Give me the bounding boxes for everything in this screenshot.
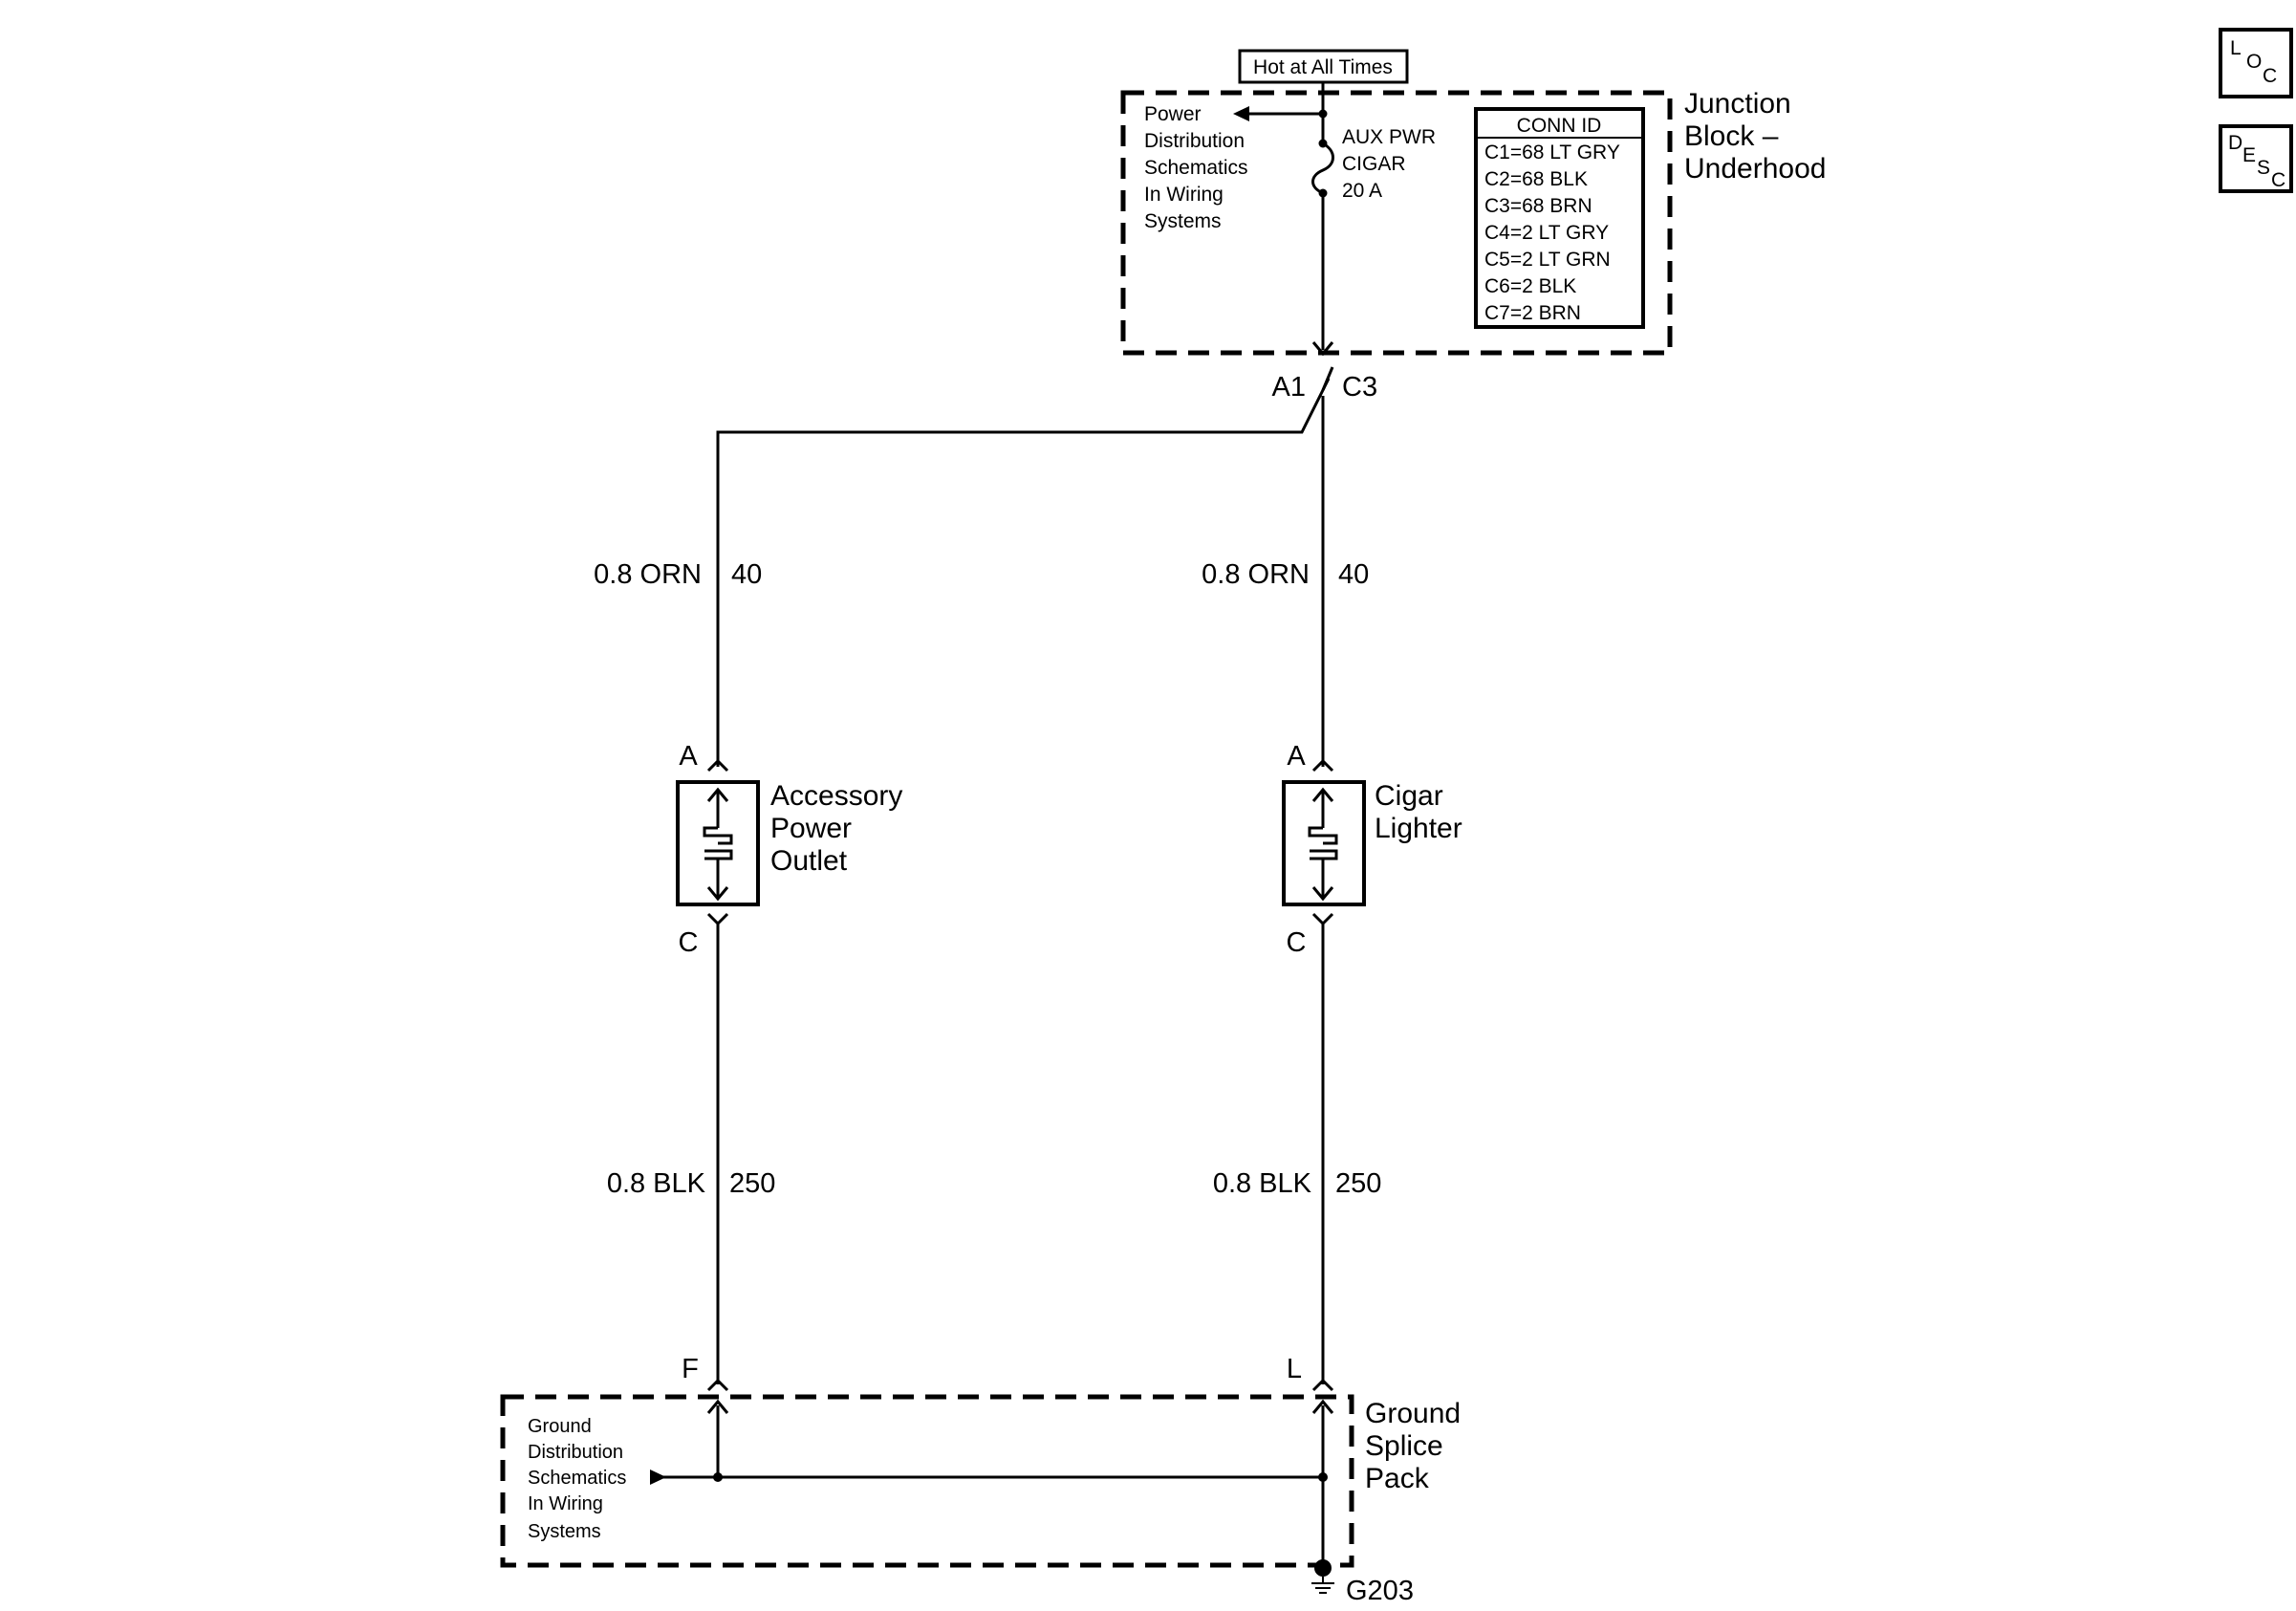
lighter-symbol-icon — [1308, 787, 1338, 902]
svg-text:Systems: Systems — [528, 1521, 601, 1542]
pin-label-a: A — [679, 741, 698, 772]
device-name: Power — [770, 813, 852, 844]
svg-text:D: D — [2228, 132, 2242, 154]
ground-splice-name: Ground Splice Pack — [1365, 1398, 1461, 1494]
pin-label-l: L — [1287, 1354, 1302, 1384]
svg-text:O: O — [2246, 51, 2262, 73]
upper-wiring: 0.8 ORN 40 0.8 ORN 40 — [594, 378, 1369, 767]
arrow-left-icon — [1233, 106, 1249, 121]
ground-icon — [1311, 1559, 1334, 1594]
svg-text:Systems: Systems — [1144, 210, 1222, 232]
arrow-right-icon — [650, 1469, 666, 1485]
svg-text:E: E — [2242, 144, 2256, 166]
svg-text:Schematics: Schematics — [528, 1468, 626, 1489]
source-label: Hot at All Times — [1253, 56, 1393, 78]
wire-color-label: 0.8 BLK — [607, 1168, 706, 1199]
accessory-power-outlet: A C Accessory Power Outlet — [676, 741, 902, 958]
wire-color-label: 0.8 ORN — [1202, 559, 1310, 590]
power-distribution-ref: Power Distribution Schematics In Wiring … — [1144, 103, 1248, 232]
svg-text:C: C — [2271, 169, 2285, 191]
wire-circuit-label: 40 — [731, 559, 762, 590]
wire-circuit-label: 250 — [1335, 1168, 1381, 1199]
conn-id-row: C4=2 LT GRY — [1484, 222, 1609, 244]
connector-label-c3: C3 — [1342, 372, 1377, 403]
cigar-lighter: A C Cigar Lighter — [1282, 741, 1462, 958]
wire-circuit-label: 40 — [1338, 559, 1369, 590]
device-name: Outlet — [770, 845, 848, 877]
conn-id-row: C1=68 LT GRY — [1484, 142, 1620, 163]
conn-id-row: C2=68 BLK — [1484, 168, 1588, 190]
pin-label-a: A — [1287, 741, 1306, 772]
conn-id-row: C5=2 LT GRN — [1484, 249, 1611, 271]
junction-block-name: Junction Block – Underhood — [1684, 88, 1826, 185]
connector-chevron-icon — [706, 912, 729, 926]
splice-dot — [713, 1472, 723, 1482]
wire-left-upper — [716, 378, 1331, 767]
svg-text:Power: Power — [1144, 103, 1202, 125]
pin-label-f: F — [682, 1354, 699, 1384]
conn-id-row: C7=2 BRN — [1484, 302, 1581, 324]
junction-block-boundary — [1120, 90, 1673, 356]
svg-text:S: S — [2257, 157, 2270, 179]
svg-text:Block –: Block – — [1684, 120, 1779, 152]
connector-chevron-icon — [1311, 758, 1334, 773]
device-name: Lighter — [1375, 813, 1462, 844]
socket-symbol-icon — [703, 787, 733, 902]
device-name: Cigar — [1375, 780, 1443, 812]
svg-text:Distribution: Distribution — [528, 1442, 623, 1463]
svg-text:Schematics: Schematics — [1144, 157, 1248, 179]
lower-wiring: 0.8 BLK 250 0.8 BLK 250 F L — [607, 924, 1381, 1392]
conn-id-table: CONN ID C1=68 LT GRY C2=68 BLK C3=68 BRN… — [1474, 107, 1645, 329]
svg-text:Ground: Ground — [1365, 1398, 1461, 1429]
connector-chevron-icon — [1311, 1378, 1334, 1392]
svg-text:Distribution: Distribution — [1144, 130, 1245, 152]
ground-distribution-ref: Ground Distribution Schematics In Wiring… — [528, 1416, 626, 1542]
svg-text:L: L — [2230, 37, 2242, 59]
fuse-label: AUX PWR CIGAR 20 A — [1342, 126, 1436, 202]
pin-label-c: C — [679, 927, 699, 958]
svg-text:Underhood: Underhood — [1684, 153, 1826, 185]
conn-id-header: CONN ID — [1517, 115, 1602, 137]
connector-chevron-icon — [1311, 912, 1334, 926]
arrow-up-icon — [1311, 1399, 1334, 1414]
svg-text:20 A: 20 A — [1342, 180, 1382, 202]
ground-id: G203 — [1346, 1576, 1414, 1606]
splice-dot — [1318, 109, 1328, 119]
svg-text:CIGAR: CIGAR — [1342, 153, 1406, 175]
wire-circuit-label: 250 — [729, 1168, 775, 1199]
arrow-up-icon — [706, 1399, 729, 1414]
splice-dot — [1318, 1472, 1328, 1482]
svg-text:Ground: Ground — [528, 1416, 592, 1437]
wire-color-label: 0.8 ORN — [594, 559, 702, 590]
svg-text:Pack: Pack — [1365, 1463, 1430, 1494]
svg-text:In Wiring: In Wiring — [1144, 184, 1224, 206]
svg-text:AUX PWR: AUX PWR — [1342, 126, 1436, 148]
svg-text:Splice: Splice — [1365, 1430, 1443, 1462]
loc-button[interactable]: L O C — [2219, 28, 2293, 98]
conn-id-row: C3=68 BRN — [1484, 195, 1592, 217]
ground-splice-boundary — [500, 1394, 1354, 1568]
svg-text:Junction: Junction — [1684, 88, 1791, 120]
connector-chevron-icon — [706, 1378, 729, 1392]
pin-label-c: C — [1287, 927, 1307, 958]
svg-text:C: C — [2263, 65, 2277, 87]
desc-button[interactable]: D E S C — [2219, 124, 2293, 193]
ground-splice-pack: Ground Distribution Schematics In Wiring… — [500, 1394, 1461, 1606]
connector-label-a1: A1 — [1272, 372, 1306, 403]
wire-color-label: 0.8 BLK — [1213, 1168, 1312, 1199]
device-name: Accessory — [770, 780, 902, 812]
connector-chevron-icon — [1311, 341, 1334, 357]
svg-text:In Wiring: In Wiring — [528, 1493, 603, 1514]
fuse-symbol — [1311, 139, 1334, 198]
conn-id-row: C6=2 BLK — [1484, 275, 1576, 297]
connector-chevron-icon — [706, 758, 729, 773]
junction-block: Hot at All Times Power Distribution Sche… — [1120, 49, 1826, 403]
